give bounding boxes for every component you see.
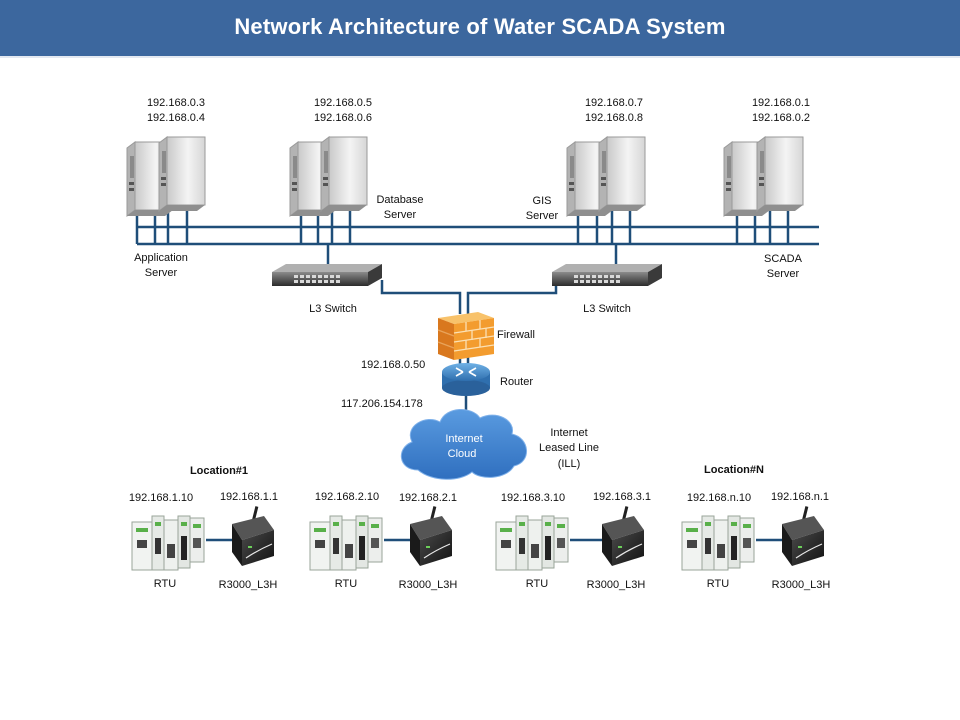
rtu-device-1 xyxy=(131,515,205,571)
internet-cloud-icon xyxy=(401,409,527,480)
rtu-ip-2: 192.168.2.10 xyxy=(314,491,380,503)
rtu-label-n: RTU xyxy=(706,578,730,590)
rtu-device-2 xyxy=(309,515,383,571)
modem-label-3: R3000_L3H xyxy=(586,579,646,591)
rtu-device-n xyxy=(681,515,755,571)
router-lan-ip: 192.168.0.50 xyxy=(361,359,426,371)
firewall-icon xyxy=(437,312,495,360)
l3-switch-left xyxy=(272,264,382,286)
rtu-device-3 xyxy=(495,515,569,571)
database-server-label-2: Server xyxy=(383,209,417,221)
server-ip-3a: 192.168.0.7 xyxy=(584,97,644,109)
modem-ip-2: 192.168.2.1 xyxy=(398,492,458,504)
switch-label-left: L3 Switch xyxy=(309,303,357,315)
modem-label-1: R3000_L3H xyxy=(218,579,278,591)
ill-label-1: Internet xyxy=(550,427,588,439)
location-title-1: Location#1 xyxy=(189,465,249,477)
rtu-label-3: RTU xyxy=(525,578,549,590)
modem-device-3 xyxy=(601,505,645,567)
server-scada xyxy=(723,136,804,217)
scada-server-label-2: Server xyxy=(766,268,800,280)
router-label: Router xyxy=(500,376,534,388)
switch-label-right: L3 Switch xyxy=(583,303,631,315)
l3-switch-right xyxy=(552,264,662,286)
modem-device-n xyxy=(781,505,825,567)
server-ip-2a: 192.168.0.5 xyxy=(313,97,373,109)
page-title: Network Architecture of Water SCADA Syst… xyxy=(234,14,726,39)
modem-device-1 xyxy=(231,505,275,567)
server-gis xyxy=(566,136,646,217)
server-ip-1b: 192.168.0.4 xyxy=(146,112,206,124)
rtu-ip-1: 192.168.1.10 xyxy=(128,492,194,504)
server-ip-1a: 192.168.0.3 xyxy=(146,97,206,109)
server-database xyxy=(289,136,368,217)
modem-ip-n: 192.168.n.1 xyxy=(770,491,830,503)
router-wan-ip: 117.206.154.178 xyxy=(341,398,423,410)
ill-label-3: (ILL) xyxy=(557,458,581,470)
server-ip-4a: 192.168.0.1 xyxy=(751,97,811,109)
application-server-label-1: Application xyxy=(134,252,188,264)
gis-server-label-2: Server xyxy=(525,210,559,222)
scada-server-label-1: SCADA xyxy=(764,253,802,265)
modem-ip-3: 192.168.3.1 xyxy=(592,491,652,503)
gis-server-label-1: GIS xyxy=(532,195,552,207)
rtu-label-1: RTU xyxy=(153,578,177,590)
cloud-label-2: Cloud xyxy=(447,448,477,460)
application-server-label-2: Server xyxy=(144,267,178,279)
firewall-label: Firewall xyxy=(497,329,535,341)
rtu-ip-3: 192.168.3.10 xyxy=(500,492,566,504)
rtu-label-2: RTU xyxy=(334,578,358,590)
ill-label-2: Leased Line xyxy=(539,442,599,454)
database-server-label-1: Database xyxy=(376,194,424,206)
server-ip-3b: 192.168.0.8 xyxy=(584,112,644,124)
title-bar: Network Architecture of Water SCADA Syst… xyxy=(0,0,960,58)
modem-label-2: R3000_L3H xyxy=(398,579,458,591)
cloud-label-1: Internet xyxy=(445,433,483,445)
router-icon xyxy=(442,363,490,396)
server-ip-2b: 192.168.0.6 xyxy=(313,112,373,124)
server-application xyxy=(126,136,206,217)
location-title-n: Location#N xyxy=(704,464,764,476)
rtu-ip-n: 192.168.n.10 xyxy=(686,492,752,504)
modem-label-n: R3000_L3H xyxy=(771,579,831,591)
modem-ip-1: 192.168.1.1 xyxy=(219,491,279,503)
server-ip-4b: 192.168.0.2 xyxy=(751,112,811,124)
modem-device-2 xyxy=(409,505,453,567)
